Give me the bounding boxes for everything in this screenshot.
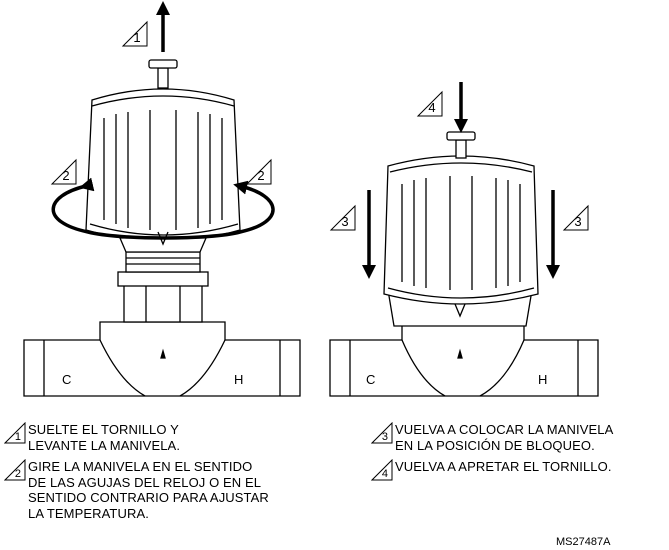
step-2-text: GIRE LA MANIVELA EN EL SENTIDO DE LAS AG… bbox=[28, 459, 269, 521]
right-port-label-hot: H bbox=[538, 372, 547, 387]
svg-text:4: 4 bbox=[382, 468, 388, 480]
step-4-note: 4 VUELVA A APRETAR EL TORNILLO. bbox=[371, 459, 669, 481]
svg-text:2: 2 bbox=[15, 468, 21, 480]
svg-text:3: 3 bbox=[341, 214, 348, 229]
step-2-badge: 2 bbox=[4, 459, 26, 481]
step-2-note: 2 GIRE LA MANIVELA EN EL SENTIDO DE LAS … bbox=[4, 459, 348, 521]
callout-2-left: 2 bbox=[50, 158, 77, 185]
step-3-badge: 3 bbox=[371, 422, 393, 444]
right-valve bbox=[329, 131, 599, 397]
rotate-arrow bbox=[51, 177, 275, 240]
left-port-label-cold: C bbox=[62, 372, 71, 387]
step-3-text: VUELVA A COLOCAR LA MANIVELA EN LA POSIC… bbox=[395, 422, 614, 453]
step-3-note: 3 VUELVA A COLOCAR LA MANIVELA EN LA POS… bbox=[371, 422, 669, 453]
step-1-badge: 1 bbox=[4, 422, 26, 444]
svg-text:1: 1 bbox=[133, 30, 140, 45]
valve-diagram: C H 1 2 2 C H 4 bbox=[23, 0, 599, 397]
callout-3-right: 3 bbox=[562, 204, 589, 231]
step-4-text: VUELVA A APRETAR EL TORNILLO. bbox=[395, 459, 612, 474]
step-4-badge: 4 bbox=[371, 459, 393, 481]
step-1-note: 1 SUELTE EL TORNILLO Y LEVANTE LA MANIVE… bbox=[4, 422, 318, 453]
callout-2-right: 2 bbox=[245, 158, 272, 185]
svg-text:3: 3 bbox=[574, 214, 581, 229]
svg-text:3: 3 bbox=[382, 431, 388, 443]
svg-text:4: 4 bbox=[428, 100, 435, 115]
callout-3-left: 3 bbox=[329, 204, 356, 231]
callout-1-left: 1 bbox=[121, 20, 148, 47]
right-port-label-cold: C bbox=[366, 372, 375, 387]
svg-text:1: 1 bbox=[15, 431, 21, 443]
svg-text:2: 2 bbox=[62, 168, 69, 183]
step-1-text: SUELTE EL TORNILLO Y LEVANTE LA MANIVELA… bbox=[28, 422, 181, 453]
figure-code: MS27487A bbox=[556, 536, 611, 548]
callout-4-diagram: 4 bbox=[416, 90, 443, 117]
left-port-label-hot: H bbox=[234, 372, 243, 387]
svg-text:2: 2 bbox=[257, 168, 264, 183]
left-valve bbox=[23, 59, 301, 397]
